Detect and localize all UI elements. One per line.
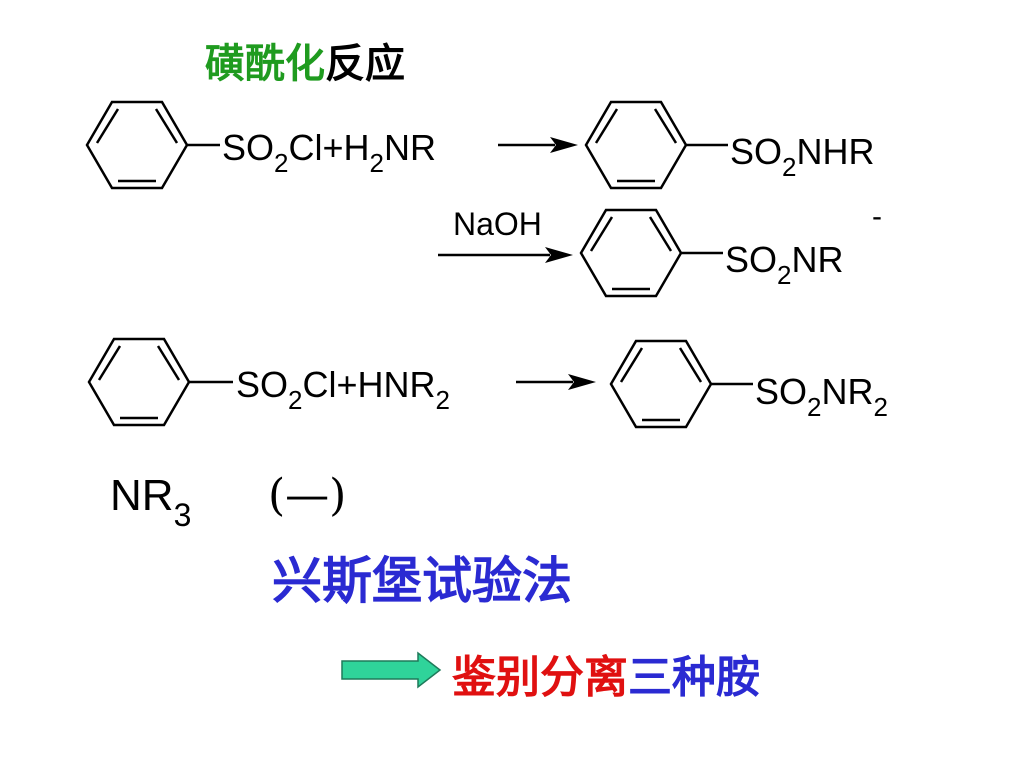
purpose-blue: 三种胺 — [628, 652, 760, 703]
product-3: SO2NR2 — [755, 371, 888, 422]
benzene-ring-icon — [579, 208, 723, 298]
benzene-ring-icon — [85, 100, 220, 190]
no-reaction-mark: (—) — [268, 470, 346, 521]
product-1: SO2NHR — [730, 131, 874, 182]
purpose-red: 鉴别分离 — [451, 652, 628, 703]
title: 磺酰化反应 — [205, 40, 405, 87]
product-2: SO2NR — [725, 239, 843, 290]
benzene-ring-icon — [87, 337, 233, 427]
reaction-arrow-2 — [438, 247, 573, 263]
reaction-2: NaOH SO2NR - — [438, 200, 882, 298]
title-highlight: 磺酰化 — [205, 40, 325, 87]
reaction-1: SO2Cl+H2NR SO2NHR — [85, 100, 874, 190]
benzene-ring-icon — [609, 339, 753, 429]
hinsberg-test-label: 兴斯堡试验法 — [272, 551, 572, 610]
purpose-text: 鉴别分离三种胺 — [451, 652, 760, 703]
negative-charge: - — [872, 200, 882, 233]
reagent-naoh: NaOH — [453, 206, 542, 242]
reactant-3: SO2Cl+HNR2 — [236, 364, 450, 415]
reaction-arrow-3 — [516, 374, 596, 390]
reaction-arrow-1 — [498, 137, 578, 153]
title-rest: 反应 — [325, 40, 405, 87]
reactant-1: SO2Cl+H2NR — [222, 127, 436, 178]
reaction-3: SO2Cl+HNR2 SO2NR2 — [87, 337, 888, 429]
tertiary-amine: NR3 — [110, 471, 191, 533]
block-arrow-right-icon — [341, 651, 442, 689]
benzene-ring-icon — [584, 100, 728, 190]
